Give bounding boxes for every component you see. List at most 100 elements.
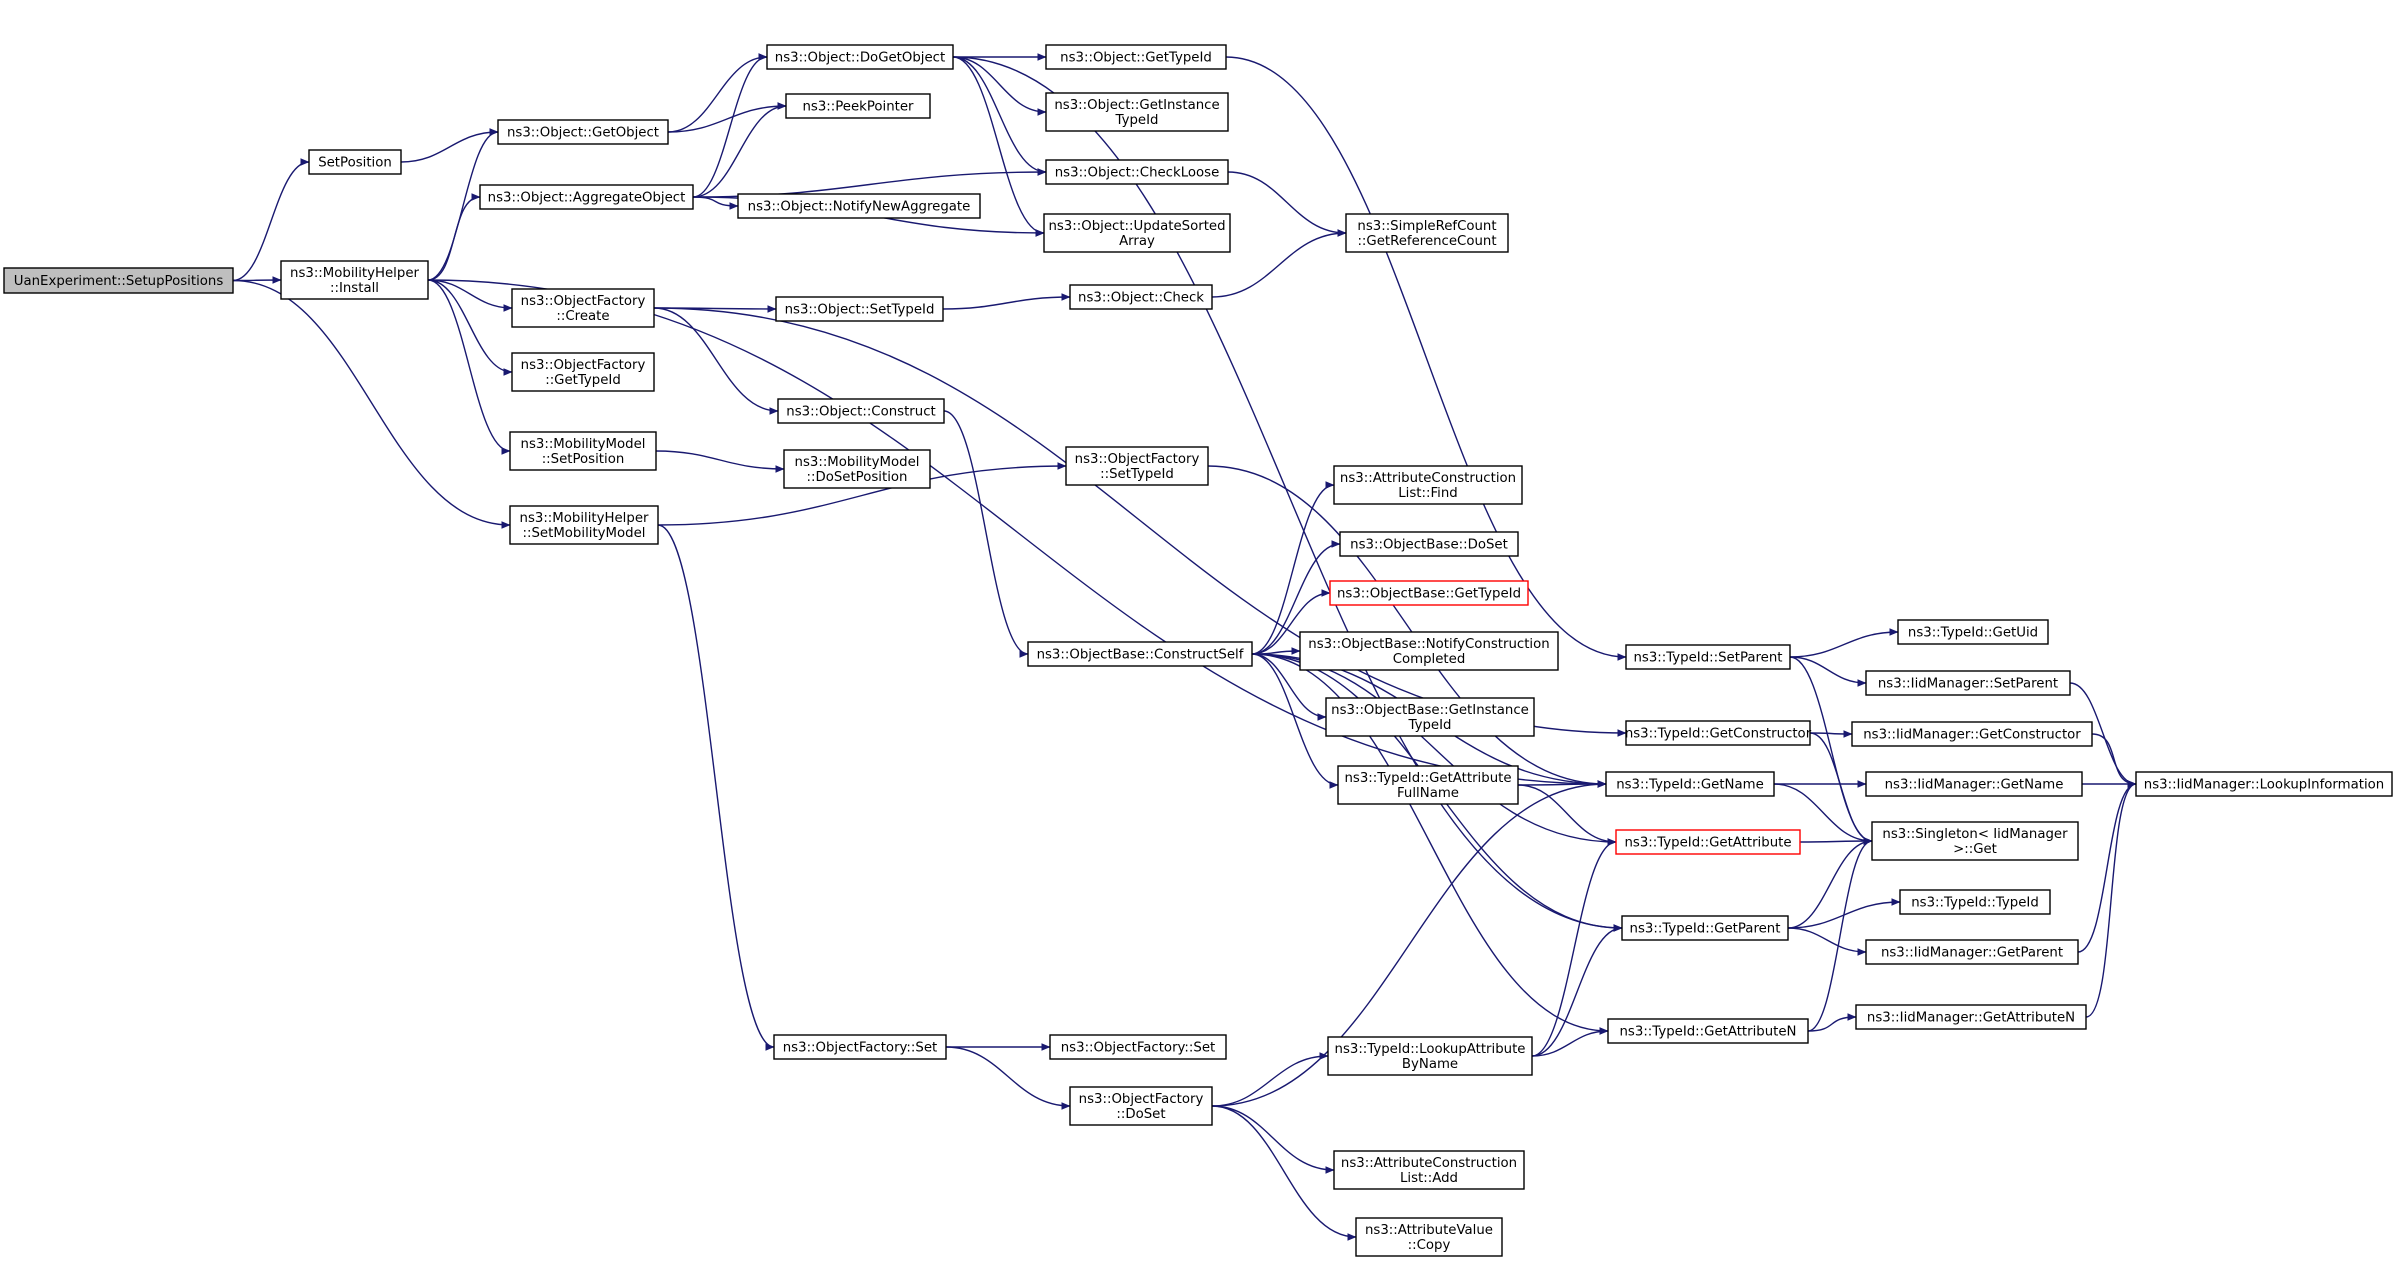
node-of-create[interactable]: ns3::ObjectFactory::Create	[511, 288, 655, 328]
node-box[interactable]	[1299, 631, 1559, 671]
node-box[interactable]	[509, 431, 657, 471]
node-box[interactable]	[479, 184, 694, 210]
node-box[interactable]	[1045, 92, 1229, 132]
node-mm-do-set-position[interactable]: ns3::MobilityModel::DoSetPosition	[783, 449, 931, 489]
node-ob-get-typeid[interactable]: ns3::ObjectBase::GetTypeId	[1329, 580, 1529, 606]
node-box[interactable]	[511, 288, 655, 328]
node-box[interactable]	[1045, 159, 1229, 185]
node-box[interactable]	[777, 398, 945, 424]
node-box[interactable]	[280, 260, 429, 300]
node-iid-get-name[interactable]: ns3::IidManager::GetName	[1865, 771, 2083, 797]
node-box[interactable]	[1339, 531, 1519, 557]
node-box[interactable]	[1865, 771, 2083, 797]
node-box[interactable]	[1069, 1086, 1213, 1126]
node-box[interactable]	[766, 44, 954, 70]
node-box[interactable]	[1615, 829, 1801, 855]
node-box[interactable]	[1065, 446, 1209, 486]
node-box[interactable]	[737, 193, 981, 219]
node-box[interactable]	[1045, 44, 1227, 70]
node-tid-set-parent[interactable]: ns3::TypeId::SetParent	[1625, 644, 1791, 670]
node-box[interactable]	[1345, 213, 1509, 253]
node-box[interactable]	[1605, 771, 1775, 797]
node-iid-get-constructor[interactable]: ns3::IidManager::GetConstructor	[1851, 721, 2093, 747]
node-box[interactable]	[1333, 465, 1523, 505]
node-mh-set-mobility-model[interactable]: ns3::MobilityHelper::SetMobilityModel	[509, 505, 659, 545]
node-box[interactable]	[1625, 644, 1791, 670]
node-tid-get-attribute[interactable]: ns3::TypeId::GetAttribute	[1615, 829, 1801, 855]
node-box[interactable]	[497, 119, 669, 145]
node-ob-construct-self[interactable]: ns3::ObjectBase::ConstructSelf	[1027, 641, 1253, 667]
node-box[interactable]	[1621, 915, 1789, 941]
node-set-position[interactable]: SetPosition	[308, 149, 402, 175]
node-box[interactable]	[1329, 580, 1529, 606]
node-iid-set-parent[interactable]: ns3::IidManager::SetParent	[1865, 670, 2071, 696]
node-box[interactable]	[1625, 720, 1811, 746]
node-of-set-typeid[interactable]: ns3::ObjectFactory::SetTypeId	[1065, 446, 1209, 486]
node-peek-pointer[interactable]: ns3::PeekPointer	[785, 93, 931, 119]
node-box[interactable]	[1325, 697, 1535, 737]
node-of-set2[interactable]: ns3::ObjectFactory::Set	[1049, 1034, 1227, 1060]
node-box[interactable]	[1355, 1217, 1503, 1257]
node-box[interactable]	[1027, 641, 1253, 667]
node-of-set[interactable]: ns3::ObjectFactory::Set	[773, 1034, 947, 1060]
node-iid-lookup-info[interactable]: ns3::IidManager::LookupInformation	[2135, 771, 2393, 797]
node-box[interactable]	[1851, 721, 2093, 747]
node-box[interactable]	[783, 449, 931, 489]
node-box[interactable]	[1855, 1004, 2087, 1030]
node-ob-do-set[interactable]: ns3::ObjectBase::DoSet	[1339, 531, 1519, 557]
node-tid-get-name[interactable]: ns3::TypeId::GetName	[1605, 771, 1775, 797]
node-box[interactable]	[2135, 771, 2393, 797]
node-obj-construct[interactable]: ns3::Object::Construct	[777, 398, 945, 424]
node-iid-get-parent[interactable]: ns3::IidManager::GetParent	[1865, 939, 2079, 965]
node-obj-aggregate[interactable]: ns3::Object::AggregateObject	[479, 184, 694, 210]
node-obj-notify-new-aggregate[interactable]: ns3::Object::NotifyNewAggregate	[737, 193, 981, 219]
node-box[interactable]	[1337, 765, 1519, 805]
node-box[interactable]	[785, 93, 931, 119]
node-tid-get-parent[interactable]: ns3::TypeId::GetParent	[1621, 915, 1789, 941]
node-box[interactable]	[1327, 1036, 1533, 1076]
node-box[interactable]	[308, 149, 402, 175]
node-obj-check-loose[interactable]: ns3::Object::CheckLoose	[1045, 159, 1229, 185]
node-box[interactable]	[1043, 213, 1231, 253]
node-of-get-typeid[interactable]: ns3::ObjectFactory::GetTypeId	[511, 352, 655, 392]
node-obj-get-object[interactable]: ns3::Object::GetObject	[497, 119, 669, 145]
node-setup-positions[interactable]: UanExperiment::SetupPositions	[3, 267, 234, 294]
node-box[interactable]	[509, 505, 659, 545]
node-singleton-get[interactable]: ns3::Singleton< IidManager>::Get	[1871, 821, 2079, 861]
node-box[interactable]	[1897, 619, 2049, 645]
node-box[interactable]	[1899, 889, 2051, 915]
node-obj-check[interactable]: ns3::Object::Check	[1069, 284, 1213, 310]
node-tid-get-attribute-n[interactable]: ns3::TypeId::GetAttributeN	[1607, 1018, 1809, 1044]
node-obj-do-get-object[interactable]: ns3::Object::DoGetObject	[766, 44, 954, 70]
node-tid-get-uid[interactable]: ns3::TypeId::GetUid	[1897, 619, 2049, 645]
node-box[interactable]	[3, 267, 234, 294]
node-obj-set-typeid[interactable]: ns3::Object::SetTypeId	[775, 296, 944, 322]
node-box[interactable]	[1049, 1034, 1227, 1060]
node-box[interactable]	[775, 296, 944, 322]
node-mm-set-position[interactable]: ns3::MobilityModel::SetPosition	[509, 431, 657, 471]
node-of-do-set[interactable]: ns3::ObjectFactory::DoSet	[1069, 1086, 1213, 1126]
node-box[interactable]	[1865, 939, 2079, 965]
node-iid-get-attribute-n[interactable]: ns3::IidManager::GetAttributeN	[1855, 1004, 2087, 1030]
node-box[interactable]	[773, 1034, 947, 1060]
node-av-copy[interactable]: ns3::AttributeValue::Copy	[1355, 1217, 1503, 1257]
node-box[interactable]	[1333, 1150, 1525, 1190]
node-obj-get-typeid[interactable]: ns3::Object::GetTypeId	[1045, 44, 1227, 70]
node-tid-typeid[interactable]: ns3::TypeId::TypeId	[1899, 889, 2051, 915]
node-box[interactable]	[1607, 1018, 1809, 1044]
node-mh-install[interactable]: ns3::MobilityHelper::Install	[280, 260, 429, 300]
node-simple-ref-count[interactable]: ns3::SimpleRefCount::GetReferenceCount	[1345, 213, 1509, 253]
node-ob-notify-construction[interactable]: ns3::ObjectBase::NotifyConstructionCompl…	[1299, 631, 1559, 671]
node-tid-get-constructor[interactable]: ns3::TypeId::GetConstructor	[1625, 720, 1812, 746]
node-box[interactable]	[1865, 670, 2071, 696]
node-box[interactable]	[511, 352, 655, 392]
node-box[interactable]	[1871, 821, 2079, 861]
node-box[interactable]	[1069, 284, 1213, 310]
